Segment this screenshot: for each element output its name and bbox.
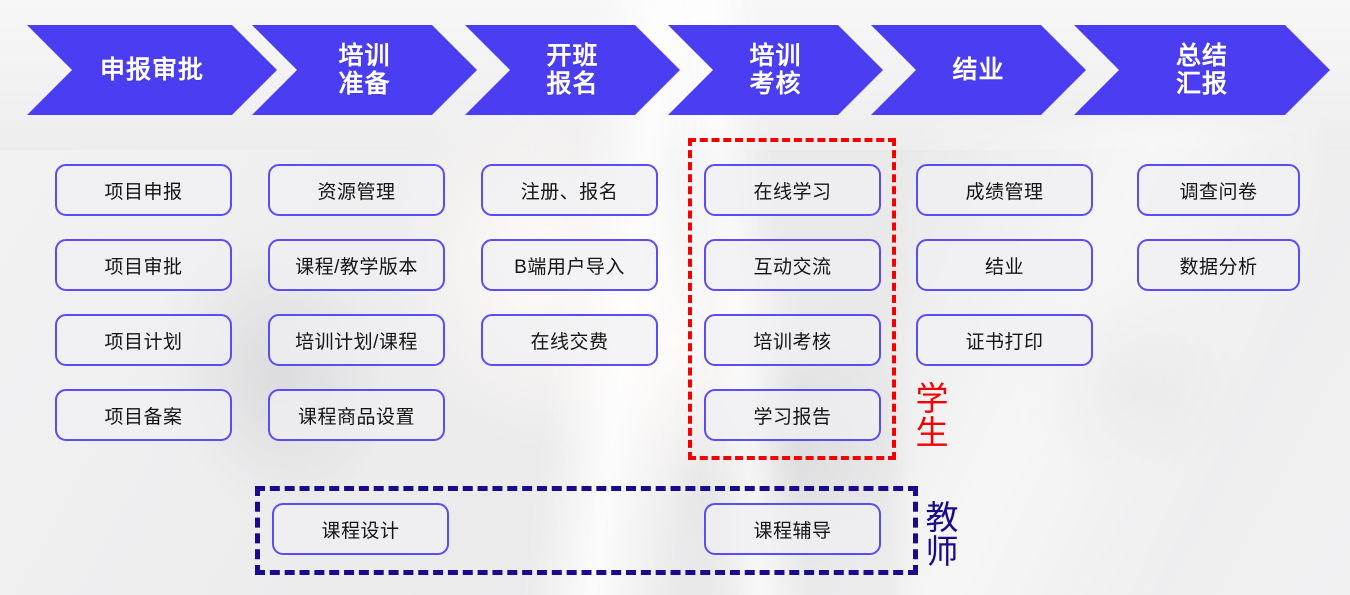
module-box-zaixianxuexi[interactable]: 在线学习 xyxy=(704,164,881,216)
module-label: 课程辅导 xyxy=(753,520,832,542)
module-label: 课程设计 xyxy=(321,520,400,542)
module-label: 课程商品设置 xyxy=(297,406,415,428)
module-box-xiangmujihua[interactable]: 项目计划 xyxy=(55,314,232,366)
module-box-shujufenxi[interactable]: 数据分析 xyxy=(1137,239,1300,291)
module-box-xuexibaogao[interactable]: 学习报告 xyxy=(704,389,881,441)
module-label: 数据分析 xyxy=(1179,256,1258,278)
phase-arrow-2-peixunzhunbei[interactable]: 培训 准备 xyxy=(252,25,477,115)
student-label-char-2: 生 xyxy=(915,413,949,451)
phase-arrow-1-label: 申报审批 xyxy=(99,56,204,84)
phase-arrow-1-shenbaoshenpi[interactable]: 申报审批 xyxy=(27,25,277,115)
module-label: 项目审批 xyxy=(104,256,183,278)
module-box-diaochawenjuan[interactable]: 调查问卷 xyxy=(1137,164,1300,216)
phase-arrow-2-label: 培训 准备 xyxy=(338,42,390,98)
module-label: 项目申报 xyxy=(104,181,183,203)
module-box-kechengsheji[interactable]: 课程设计 xyxy=(272,503,449,555)
phase-arrow-banner: 申报审批 培训 准备 开班 报名 培训 考核 结业 总结 xyxy=(0,0,1350,122)
phase-arrow-6-label: 总结 汇报 xyxy=(1176,42,1228,98)
module-box-peixunkaohe[interactable]: 培训考核 xyxy=(704,314,881,366)
module-box-kechengshangpinshezhi[interactable]: 课程商品设置 xyxy=(268,389,445,441)
phase-arrow-6-zongjiehuibao[interactable]: 总结 汇报 xyxy=(1074,25,1330,115)
teacher-label-char-1: 教 xyxy=(925,499,959,536)
module-label: 在线学习 xyxy=(753,181,832,203)
module-box-xiangmushenpi[interactable]: 项目审批 xyxy=(55,239,232,291)
module-box-zhengshudayin[interactable]: 证书打印 xyxy=(916,314,1093,366)
phase-arrow-4-label: 培训 考核 xyxy=(749,42,801,98)
module-box-kechengjiaoxuebanben[interactable]: 课程/教学版本 xyxy=(268,239,445,291)
phase-arrow-5-label: 结业 xyxy=(952,56,1005,84)
module-box-zhucebaoming[interactable]: 注册、报名 xyxy=(481,164,658,216)
student-label-char-1: 学 xyxy=(915,380,949,417)
module-label: 培训计划/课程 xyxy=(295,331,418,353)
module-label: 项目计划 xyxy=(104,331,183,353)
phase-arrow-6-label-line1: 总结 xyxy=(1175,42,1228,70)
module-label: 项目备案 xyxy=(104,406,183,428)
module-box-hudongjiaoliu[interactable]: 互动交流 xyxy=(704,239,881,291)
module-label: 注册、报名 xyxy=(520,181,619,203)
phase-arrow-4-label-line1: 培训 xyxy=(749,42,802,70)
student-group-label: 学 生 xyxy=(912,382,952,449)
module-box-bduanyonghudaoru[interactable]: B端用户导入 xyxy=(481,239,658,291)
module-box-peixunjihuakecheng[interactable]: 培训计划/课程 xyxy=(268,314,445,366)
phase-arrow-2-label-line1: 培训 xyxy=(338,42,391,70)
module-label: 结业 xyxy=(984,256,1024,278)
module-label: 资源管理 xyxy=(317,181,396,203)
module-label: 培训考核 xyxy=(753,331,832,353)
student-group-frame xyxy=(688,138,896,460)
teacher-label-char-2: 师 xyxy=(925,532,959,570)
module-box-kechengfudao[interactable]: 课程辅导 xyxy=(704,503,881,555)
module-label: 在线交费 xyxy=(530,331,609,353)
module-label: B端用户导入 xyxy=(514,256,625,278)
module-box-chengjiguanli[interactable]: 成绩管理 xyxy=(916,164,1093,216)
module-box-xiangmubeian[interactable]: 项目备案 xyxy=(55,389,232,441)
module-box-zaixianjiaofei[interactable]: 在线交费 xyxy=(481,314,658,366)
phase-arrow-3-label-line1: 开班 xyxy=(546,42,599,70)
teacher-group-frame xyxy=(255,486,918,575)
phase-arrow-6-label-line2: 汇报 xyxy=(1175,70,1228,98)
teacher-group-label: 教 师 xyxy=(922,501,962,568)
phase-arrow-4-label-line2: 考核 xyxy=(749,70,802,98)
module-label: 学习报告 xyxy=(753,406,832,428)
phase-arrow-2-label-line2: 准备 xyxy=(338,70,391,98)
module-box-ziyuanguanli[interactable]: 资源管理 xyxy=(268,164,445,216)
module-label: 证书打印 xyxy=(965,331,1044,353)
phase-arrow-3-label-line2: 报名 xyxy=(546,70,599,98)
phase-arrow-4-peixunkaohe[interactable]: 培训 考核 xyxy=(668,25,883,115)
phase-arrow-3-kaibanbaoming[interactable]: 开班 报名 xyxy=(465,25,680,115)
phase-arrow-5-jieye[interactable]: 结业 xyxy=(871,25,1086,115)
module-label: 成绩管理 xyxy=(965,181,1044,203)
module-label: 互动交流 xyxy=(753,256,832,278)
phase-arrow-3-label: 开班 报名 xyxy=(546,42,598,98)
module-box-xiangmushenbao[interactable]: 项目申报 xyxy=(55,164,232,216)
module-label: 课程/教学版本 xyxy=(295,256,418,278)
module-box-jieye[interactable]: 结业 xyxy=(916,239,1093,291)
module-label: 调查问卷 xyxy=(1179,181,1258,203)
